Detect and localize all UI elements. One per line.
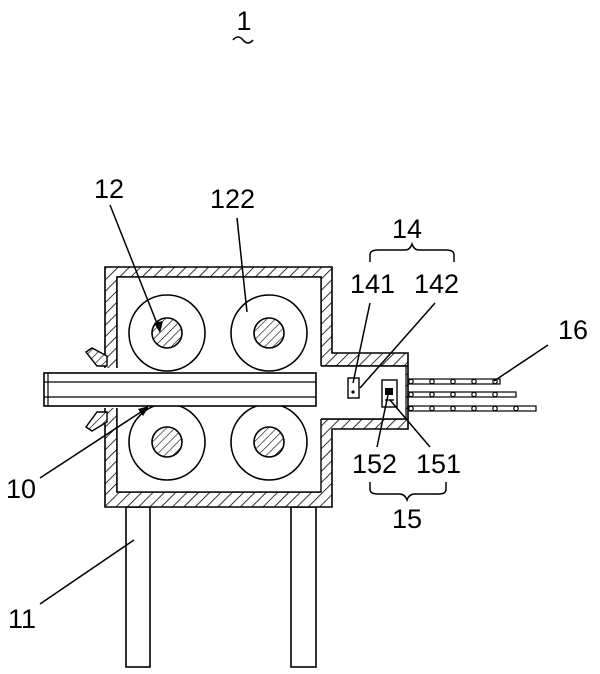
brace-14 [369,241,455,262]
leader-lines [39,204,549,605]
pipe-middle [407,391,517,398]
leader-151 [389,399,431,448]
label-142: 142 [414,269,459,299]
label-122: 122 [210,184,255,214]
spray-pipes [407,378,537,412]
brace-15 [369,482,447,503]
label-14: 14 [392,214,422,244]
leader-142 [359,302,436,389]
label-10: 10 [6,474,36,504]
roller-bottom-right [230,403,308,481]
label-11: 11 [8,604,36,634]
roller-bottom-left [128,403,206,481]
label-12: 12 [94,174,124,204]
leader-141 [352,302,371,384]
support-legs [125,506,317,668]
figure-number-tilde [232,36,254,44]
leader-152 [376,394,389,448]
label-15: 15 [392,504,422,534]
roller-top-left [128,294,206,372]
figure-number: 1 [236,6,251,36]
leader-12 [109,204,161,332]
pipe-bottom [407,405,537,412]
label-141: 141 [350,269,395,299]
label-152: 152 [352,449,397,479]
roller-top-right [230,294,308,372]
leader-11 [39,539,135,605]
leader-16 [493,344,549,382]
pipe-top [407,378,501,385]
label-151: 151 [416,449,461,479]
labels: 12 122 14 141 142 16 10 152 151 15 11 [6,174,588,634]
leader-10 [39,407,148,479]
leader-122 [236,217,248,313]
label-16: 16 [558,315,588,345]
workpiece-strip [43,372,317,407]
left-inlet-nozzles [84,347,108,432]
component-151-152 [381,379,398,408]
